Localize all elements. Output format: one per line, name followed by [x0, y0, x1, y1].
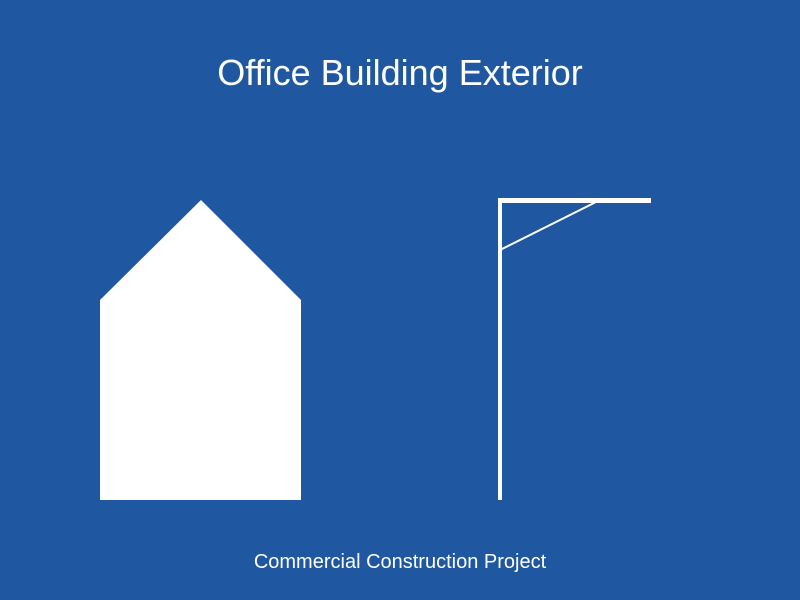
crane-brace: [499, 199, 601, 251]
crane-icon: [498, 198, 651, 500]
crane-jib: [498, 198, 651, 203]
building-icon: [100, 200, 301, 500]
crane-mast: [498, 200, 502, 500]
project-caption: Commercial Construction Project: [253, 551, 547, 573]
page-title: Office Building Exterior: [217, 52, 583, 93]
